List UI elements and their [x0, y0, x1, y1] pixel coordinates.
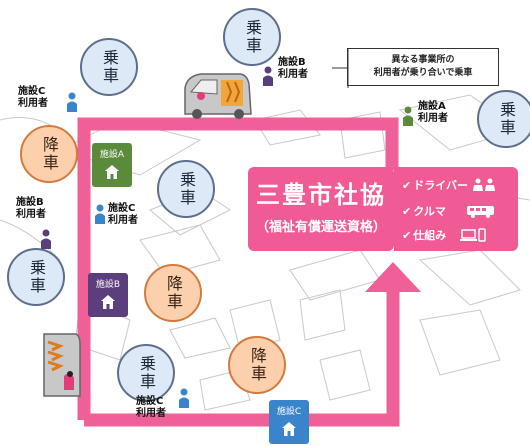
check-icon: ✔ — [402, 228, 412, 242]
note-leader-line — [332, 48, 349, 88]
feature-list: ✔ ドライバー ✔ クルマ ✔ 仕組み — [394, 167, 518, 251]
board-bubble-left: 乗車 — [7, 248, 65, 306]
person-icon-blue — [67, 92, 77, 112]
user-facility: 施設C — [108, 203, 136, 214]
route-arrow-head — [365, 262, 421, 292]
person-icon-purple — [263, 66, 273, 86]
alight-bubble-bottom: 降車 — [228, 336, 286, 394]
laptop-phone-icon — [460, 228, 486, 242]
person-icon-blue — [95, 204, 105, 224]
facility-c: 施設C — [269, 400, 309, 444]
user-role: 利用者 — [278, 69, 308, 80]
user-facility: 施設B — [278, 57, 306, 68]
facility-a-label: 施設A — [99, 150, 125, 160]
org-box: 三豊市社協 （福祉有償運送資格） — [248, 167, 394, 251]
person-icon-purple — [41, 229, 51, 249]
facility-c-label: 施設C — [276, 407, 302, 417]
feature-system: ✔ 仕組み — [402, 227, 486, 243]
person-icon-blue — [179, 388, 189, 408]
user-b-left: 施設B 利用者 — [16, 197, 46, 221]
house-icon — [101, 295, 115, 309]
facility-a: 施設A — [92, 143, 132, 187]
feature-label: クルマ — [413, 205, 446, 218]
van-left-icon — [43, 333, 81, 397]
bus-icon — [466, 206, 494, 218]
check-icon: ✔ — [402, 178, 412, 192]
facility-b-label: 施設B — [95, 280, 121, 290]
feature-driver: ✔ ドライバー — [402, 177, 498, 193]
shared-ride-note: 異なる事業所の 利用者が乗り合いで乗車 — [347, 48, 499, 86]
route-line-upper — [77, 117, 399, 420]
user-role: 利用者 — [16, 209, 46, 220]
feature-car: ✔ クルマ — [402, 203, 496, 219]
user-role: 利用者 — [18, 98, 48, 109]
user-facility: 施設B — [16, 197, 44, 208]
note-line-2: 利用者が乗り合いで乗車 — [373, 68, 473, 78]
van-top-icon — [184, 73, 252, 119]
board-bubble-mid: 乗車 — [157, 160, 215, 218]
feature-label: ドライバー — [413, 179, 468, 192]
alight-bubble-mid: 降車 — [144, 264, 202, 322]
org-subtitle: （福祉有償運送資格） — [255, 220, 386, 235]
user-c-bottom: 施設C 利用者 — [136, 396, 166, 420]
house-icon — [105, 165, 119, 179]
user-b-top: 施設B 利用者 — [278, 57, 308, 81]
user-facility: 施設A — [418, 101, 446, 112]
check-icon: ✔ — [402, 204, 412, 218]
people-icon — [473, 178, 495, 191]
user-role: 利用者 — [108, 215, 138, 226]
person-icon-green — [403, 106, 413, 126]
board-bubble-bottom: 乗車 — [117, 344, 175, 402]
feature-label: 仕組み — [413, 229, 447, 242]
alight-bubble-left: 降車 — [20, 125, 78, 183]
user-c-mid: 施設C 利用者 — [108, 203, 138, 227]
user-facility: 施設C — [136, 396, 164, 407]
board-bubble-top: 乗車 — [223, 8, 281, 66]
facility-b: 施設B — [88, 273, 128, 317]
board-bubble-top-left: 乗車 — [80, 38, 138, 96]
org-title: 三豊市社協 — [256, 181, 386, 209]
user-a-right: 施設A 利用者 — [418, 101, 448, 125]
user-facility: 施設C — [18, 86, 46, 97]
user-role: 利用者 — [418, 113, 448, 124]
user-c-top-left: 施設C 利用者 — [18, 86, 48, 110]
user-role: 利用者 — [136, 408, 166, 419]
house-icon — [282, 422, 296, 436]
board-bubble-right: 乗車 — [477, 90, 530, 148]
route-line-lower — [84, 290, 400, 427]
note-line-1: 異なる事業所の — [391, 55, 455, 65]
